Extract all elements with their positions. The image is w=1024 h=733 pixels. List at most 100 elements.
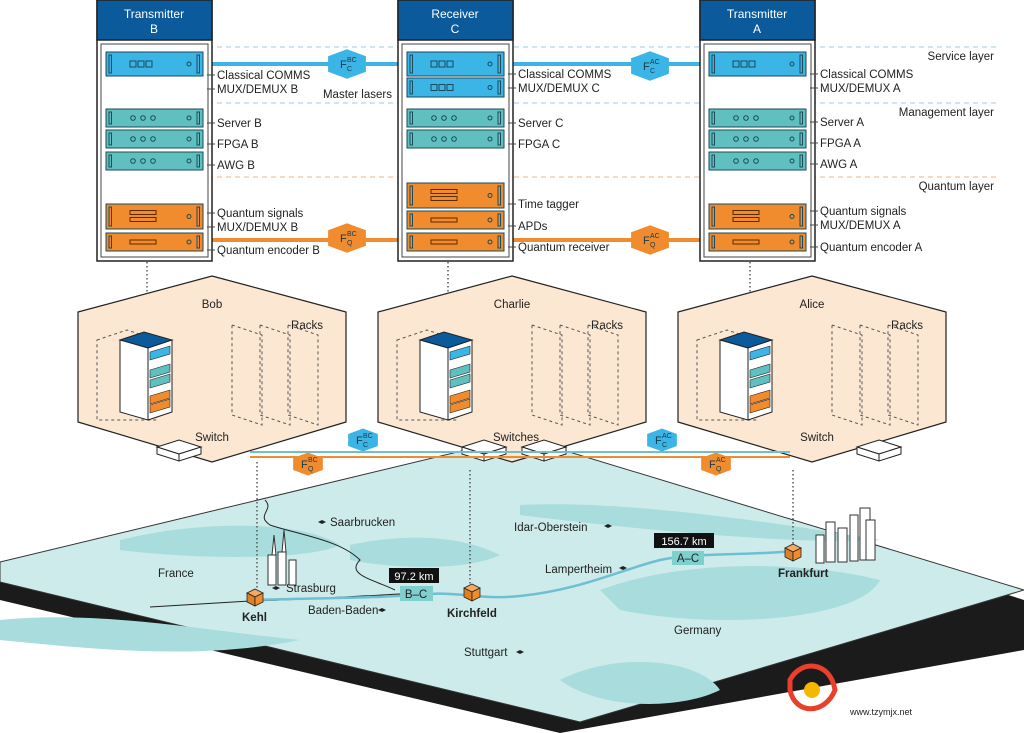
- fiber-symbol: F: [356, 435, 363, 447]
- racks-label: Racks: [291, 320, 323, 332]
- fiber-subscript: Q: [716, 466, 722, 473]
- city-label: Lampertheim: [545, 564, 612, 576]
- switch-icon: [155, 439, 203, 462]
- watermark-logo: www.tzymjx.net: [787, 663, 913, 717]
- rack-unit: [406, 182, 505, 209]
- link-label: A–C: [677, 553, 699, 565]
- rack-header: [96, 0, 213, 41]
- city-marker-icon: [516, 650, 524, 654]
- rack-unit-label: Quantum encoder A: [820, 242, 923, 254]
- rack-unit-label: FPGA B: [217, 139, 259, 151]
- rack-unit: [406, 232, 505, 252]
- rack-unit: [708, 232, 807, 252]
- rack-unit: [105, 51, 204, 77]
- rack-unit: [708, 151, 807, 171]
- management-layer-label: Management layer: [899, 107, 994, 119]
- rack-unit-label: Server B: [217, 118, 262, 130]
- city-label: Baden-Baden: [308, 605, 378, 617]
- rack-unit: [105, 203, 204, 230]
- rack-unit: [105, 108, 204, 128]
- switch-icon: [855, 439, 903, 462]
- watermark-url: www.tzymjx.net: [849, 707, 913, 717]
- fiber-superscript: BC: [347, 57, 357, 64]
- city-marker-icon: [272, 586, 280, 590]
- link-label: B–C: [405, 589, 427, 601]
- rack-unit-label: Quantum signals: [217, 208, 304, 220]
- rack-unit-label: AWG B: [217, 160, 255, 172]
- rack-unit: [406, 210, 505, 230]
- rack-unit: [105, 129, 204, 149]
- fiber-superscript: BC: [363, 433, 373, 440]
- node-box-icon: [463, 583, 481, 602]
- rack-title: Transmitter: [727, 7, 787, 21]
- quantum-layer-label: Quantum layer: [919, 181, 995, 193]
- fiber-subscript: Q: [308, 466, 314, 473]
- rack-unit: [708, 108, 807, 128]
- racks-label: Racks: [591, 320, 623, 332]
- rack-unit-label: Quantum encoder B: [217, 245, 320, 257]
- rack-unit-label: Quantum receiver: [518, 242, 610, 254]
- city-label: Stuttgart: [464, 647, 508, 659]
- city-marker-icon: [318, 520, 326, 524]
- room-name: Alice: [800, 299, 825, 311]
- fiber-subscript: C: [662, 442, 667, 449]
- fiber-subscript: C: [650, 68, 655, 75]
- room-name: Bob: [202, 299, 222, 311]
- rack-unit-label: APDs: [518, 221, 548, 233]
- rack-unit: [406, 129, 505, 149]
- link-distance: 97.2 km: [394, 571, 433, 583]
- fiber-symbol: F: [655, 435, 662, 447]
- rack-unit-label: Classical COMMS: [217, 70, 311, 82]
- racks-label: Racks: [891, 320, 923, 332]
- rack-unit-label: MUX/DEMUX A: [820, 220, 901, 232]
- rack-unit: [406, 108, 505, 128]
- rack-unit: [708, 203, 807, 230]
- rack-title-letter: B: [150, 22, 158, 36]
- node-box-icon: [246, 588, 264, 607]
- map: France Germany Saarbrucken Idar-Oberstei…: [0, 262, 1024, 733]
- rack-unit-label: AWG A: [820, 159, 858, 171]
- rack-unit-label: FPGA A: [820, 138, 861, 150]
- rack-unit: [105, 151, 204, 171]
- city-label: Idar-Oberstein: [514, 522, 588, 534]
- frankfurt-skyline-icon: [815, 507, 876, 564]
- node-label-kehl: Kehl: [242, 612, 267, 624]
- rack-unit-label: MUX/DEMUX A: [820, 83, 901, 95]
- city-marker-icon: [378, 608, 386, 612]
- rack-title-letter: C: [451, 22, 460, 36]
- rack-unit: [406, 51, 505, 77]
- rack-title: Receiver: [431, 7, 478, 21]
- mini-rack-icon: [418, 331, 474, 421]
- strasbourg-cathedral-icon: [267, 529, 297, 586]
- room-name: Charlie: [494, 299, 530, 311]
- service-layer-label: Service layer: [928, 51, 995, 63]
- rack-unit-label: MUX/DEMUX B: [217, 84, 298, 96]
- rack-title: Transmitter: [124, 7, 184, 21]
- rack-unit-label: MUX/DEMUX C: [518, 83, 600, 95]
- city-label: Strasburg: [286, 583, 336, 595]
- link-distance: 156.7 km: [661, 536, 706, 548]
- fiber-symbol: F: [643, 235, 650, 247]
- rack-unit-label: MUX/DEMUX B: [217, 222, 298, 234]
- node-box-icon: [784, 543, 802, 562]
- fiber-symbol: F: [709, 459, 716, 471]
- rack-unit-label: Classical COMMS: [820, 69, 914, 81]
- city-marker-icon: [619, 566, 627, 570]
- fiber-superscript: AC: [650, 59, 660, 66]
- switch-label: Switch: [800, 432, 834, 444]
- switch-label: Switch: [195, 432, 229, 444]
- rack-unit-label: FPGA C: [518, 139, 560, 151]
- link-ac: 156.7 km A–C: [654, 533, 714, 565]
- rack-unit: [105, 232, 204, 252]
